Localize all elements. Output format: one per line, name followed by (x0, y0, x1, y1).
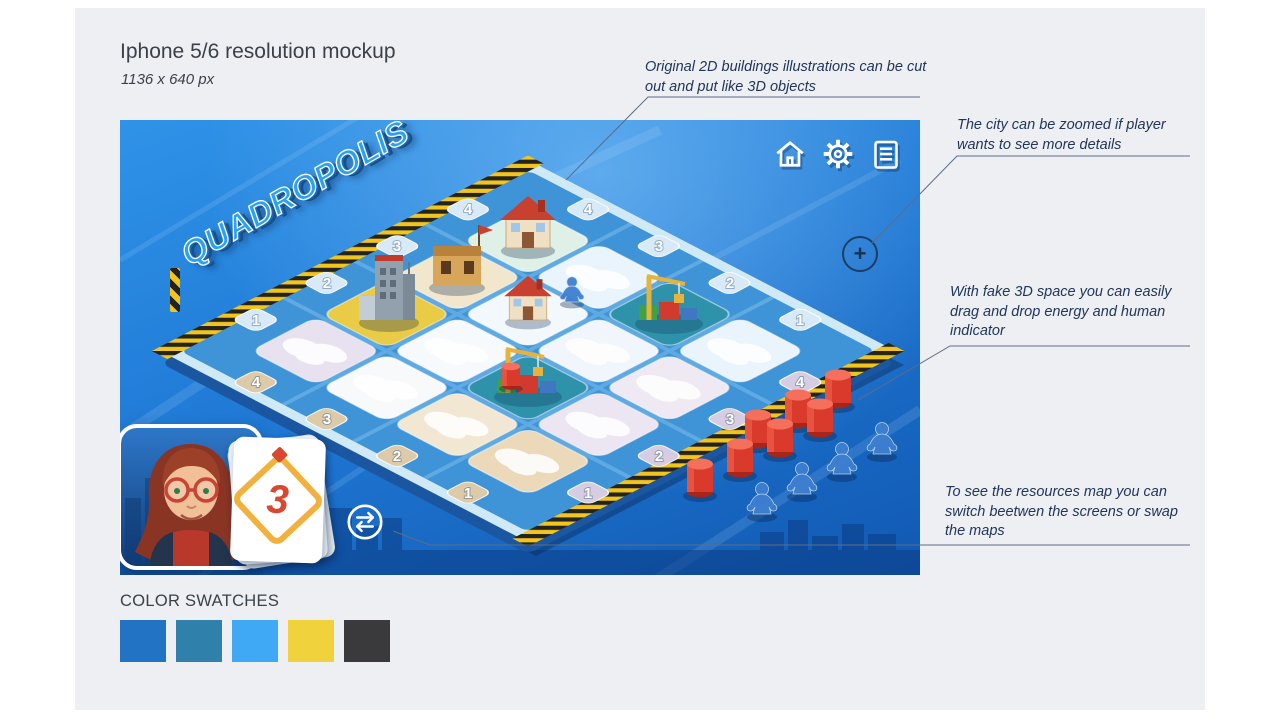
color-swatch (232, 620, 278, 662)
home-button[interactable] (772, 136, 808, 172)
board-number: 4 (252, 374, 261, 391)
board-number: 2 (323, 275, 331, 292)
board-number: 3 (393, 238, 401, 255)
menu-button[interactable] (868, 136, 904, 172)
board-number: 3 (323, 411, 331, 428)
color-swatch (176, 620, 222, 662)
card-number: 3 (266, 477, 290, 522)
energy-resource-on-board[interactable] (499, 362, 523, 393)
swap-icon (347, 504, 383, 540)
avatar-illustration (125, 444, 257, 566)
gear-icon (823, 139, 853, 169)
color-swatch (288, 620, 334, 662)
color-swatch (344, 620, 390, 662)
board-number: 2 (393, 448, 401, 465)
hazard-pole (170, 268, 180, 312)
board-number: 4 (796, 374, 805, 391)
board-number: 2 (726, 275, 734, 292)
player-card[interactable]: 3 (226, 433, 337, 570)
color-swatch (120, 620, 166, 662)
human-resource[interactable] (746, 482, 778, 523)
game-board: 4 3 2 1 4 3 2 1 4 3 2 1 4 3 2 1 (120, 120, 920, 575)
board-number: 4 (584, 201, 593, 218)
board-number: 1 (252, 312, 260, 329)
board-number: 1 (464, 485, 472, 502)
document-icon (874, 140, 898, 169)
board-number: 4 (464, 201, 473, 218)
swatches-title: COLOR SWATCHES (120, 592, 280, 610)
board-streets (281, 222, 775, 480)
game-toolbar (772, 136, 904, 172)
human-resource[interactable] (786, 462, 818, 503)
plus-icon: + (853, 241, 867, 266)
board-plane (151, 155, 905, 547)
page-title: Iphone 5/6 resolution mockup (120, 40, 396, 63)
annotation-swap: To see the resources map you can switch … (945, 484, 1178, 540)
edge-number-chips (234, 198, 822, 504)
board-number: 1 (584, 485, 592, 502)
edge-numbers: 4 3 2 1 4 3 2 1 4 3 2 1 4 3 2 1 (251, 200, 806, 503)
energy-resource[interactable] (723, 438, 757, 483)
energy-resource[interactable] (763, 418, 797, 463)
board-number: 2 (655, 448, 663, 465)
diamond-tip (271, 446, 289, 464)
color-swatches (120, 620, 390, 662)
energy-resource[interactable] (803, 398, 837, 443)
card-diamond-frame: 3 (229, 446, 327, 549)
annotation-buildings: Original 2D buildings illustrations can … (645, 59, 927, 95)
hazard-stripe-left (151, 155, 544, 360)
settings-button[interactable] (820, 136, 856, 172)
board-number: 3 (726, 411, 734, 428)
page-subtitle: 1136 x 640 px (121, 71, 215, 88)
home-icon (776, 141, 804, 167)
card-front: 3 (229, 436, 327, 564)
swap-maps-button[interactable] (346, 503, 384, 541)
zoom-in-button[interactable]: + (842, 236, 878, 272)
energy-resource[interactable] (683, 458, 717, 503)
board-number: 1 (796, 312, 804, 329)
annotation-zoom: The city can be zoomed if player wants t… (957, 117, 1166, 153)
board-number: 3 (655, 238, 663, 255)
annotation-drag-drop: With fake 3D space you can easily drag a… (950, 284, 1172, 340)
game-mockup-screen: 4 3 2 1 4 3 2 1 4 3 2 1 4 3 2 1 (120, 120, 920, 575)
